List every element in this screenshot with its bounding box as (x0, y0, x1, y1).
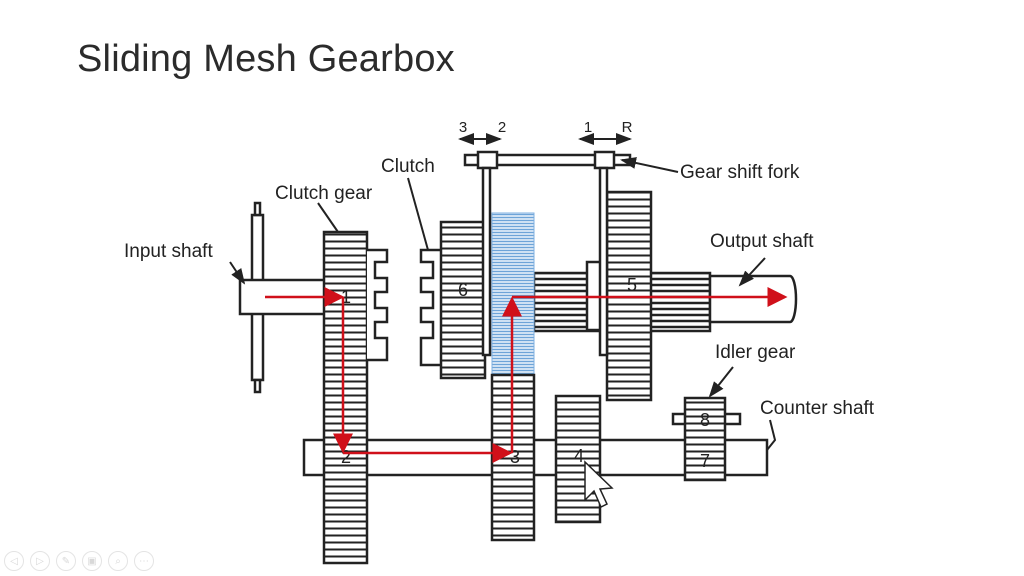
slideshow-controls: ◁ ▷ ✎ ▣ ⌕ ⋯ (4, 551, 154, 571)
label-output-shaft: Output shaft (710, 231, 814, 252)
input-shaft (238, 201, 328, 394)
shift-label-1: 1 (584, 119, 592, 136)
shift-label-r: R (622, 119, 633, 136)
gear-number-8: 8 (700, 410, 710, 430)
label-counter-shaft: Counter shaft (760, 398, 875, 419)
label-input-shaft: Input shaft (124, 241, 213, 262)
idler-gear (683, 396, 727, 482)
label-idler-gear: Idler gear (715, 342, 796, 363)
gear-number-4: 4 (574, 446, 584, 466)
output-shaft (708, 274, 798, 324)
gear-number-7: 7 (700, 451, 710, 471)
gear-6 (439, 220, 487, 380)
gear-number-3: 3 (510, 447, 520, 467)
clutch-teeth-input (367, 248, 389, 362)
zoom-icon[interactable]: ⌕ (108, 551, 128, 571)
gear-number-1: 1 (341, 287, 351, 307)
gear-shift-fork (463, 150, 632, 357)
shift-label-3: 3 (459, 119, 467, 136)
clutch-teeth-gear6 (419, 248, 441, 367)
next-icon[interactable]: ▷ (30, 551, 50, 571)
previous-icon[interactable]: ◁ (4, 551, 24, 571)
label-gear-shift-fork: Gear shift fork (680, 162, 800, 183)
gear-number-2: 2 (341, 447, 351, 467)
power-flow-path (265, 287, 788, 463)
slide-title: Sliding Mesh Gearbox (77, 38, 455, 80)
mouse-cursor-icon (584, 460, 614, 509)
gear-4 (554, 394, 602, 524)
shift-label-2: 2 (498, 119, 506, 136)
slides-icon[interactable]: ▣ (82, 551, 102, 571)
label-clutch: Clutch (381, 156, 435, 177)
pen-icon[interactable]: ✎ (56, 551, 76, 571)
label-clutch-gear: Clutch gear (275, 183, 373, 204)
gear-number-6: 6 (458, 280, 468, 300)
gear-1-2 (322, 230, 369, 565)
gear-number-5: 5 (627, 275, 637, 295)
more-icon[interactable]: ⋯ (134, 551, 154, 571)
